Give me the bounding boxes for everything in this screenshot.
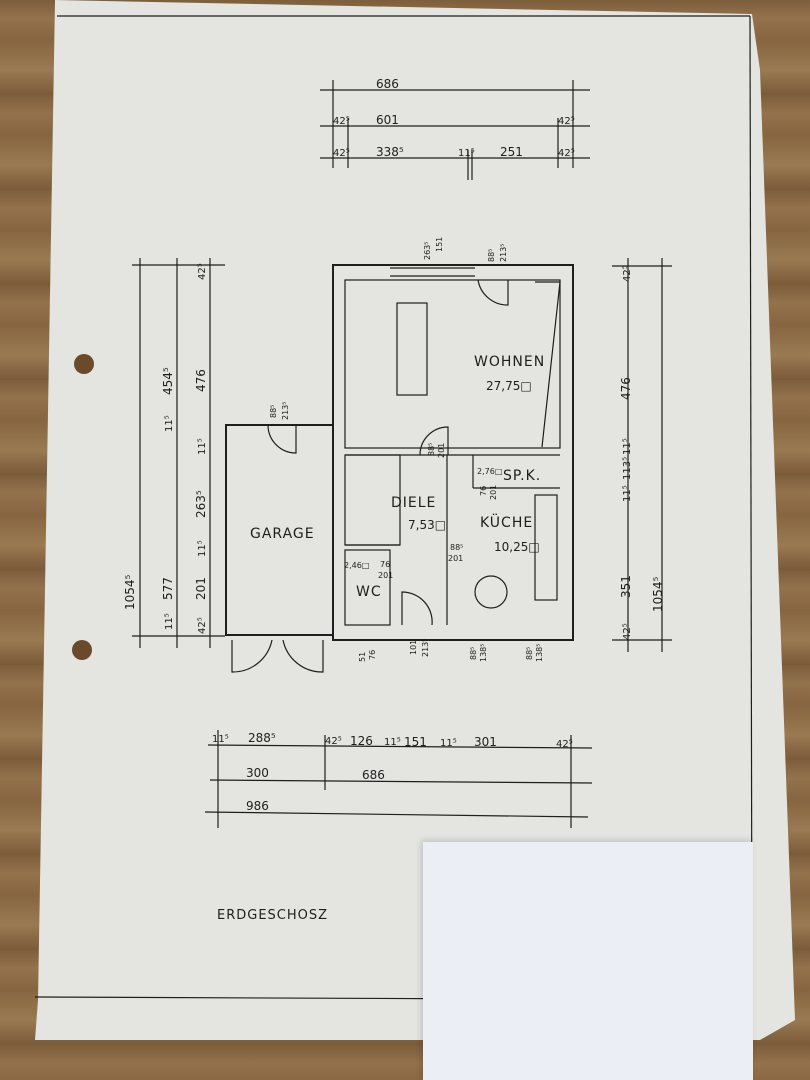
dim-top-mid: 11⁵: [458, 148, 475, 159]
dim-left: 11⁵: [164, 613, 175, 630]
room-area-diele: 7,53□: [408, 518, 446, 532]
room-label-wc: WC: [356, 584, 382, 600]
room-label-wohnen: WOHNEN: [474, 354, 545, 370]
opening-label: 88⁵: [269, 405, 278, 418]
dim-top-wall: 42⁵: [558, 148, 575, 159]
opening-labels: 263⁵ 151 88⁵ 213⁵ 88⁵ 213⁵ 88⁵ 201 76 20…: [269, 237, 544, 662]
dim-right: 42⁵: [622, 623, 633, 640]
opening-label: 151: [435, 237, 444, 252]
opening-label: 88⁵: [450, 543, 463, 552]
opening-label: 51: [358, 652, 367, 662]
dim-bottom: 151: [404, 735, 427, 749]
dim-left: 42⁵: [197, 617, 208, 634]
dim-left: 476: [194, 369, 208, 392]
dim-bottom: 42⁵: [556, 739, 573, 750]
sheet-border-right: [749, 15, 753, 1001]
opening-label: 213⁵: [499, 244, 508, 262]
dim-bottom: 11⁵: [384, 737, 401, 748]
dim-left: 11⁵: [164, 415, 175, 432]
dim-right: 42⁵: [622, 265, 633, 282]
dim-bottom: 11⁵: [440, 738, 457, 749]
dim-bottom: 301: [474, 735, 497, 749]
opening-label: 88⁵: [427, 443, 436, 456]
blank-paper-card: [423, 842, 753, 1080]
opening-label: 88⁵: [469, 647, 478, 660]
opening-label: 263⁵: [423, 242, 432, 260]
dim-top-wall: 42⁵: [333, 116, 350, 127]
opening-label: 138⁵: [535, 644, 544, 662]
opening-label: 138⁵: [479, 644, 488, 662]
opening-label: 201: [378, 571, 393, 580]
dim-left-total: 1054⁵: [123, 574, 137, 610]
room-label-diele: DIELE: [391, 495, 436, 511]
dim-right: 11⁵: [622, 438, 633, 455]
building-walls: [225, 264, 574, 673]
bottom-dimensions: 11⁵ 288⁵ 42⁵ 126 11⁵ 151 11⁵ 301 42⁵ 300…: [204, 730, 593, 828]
punch-hole: [74, 354, 94, 374]
room-area-kueche: 10,25□: [494, 540, 540, 554]
opening-label: 88⁵: [525, 647, 534, 660]
dim-right: 351: [619, 575, 633, 598]
left-dimensions: 1054⁵ 454⁵ 11⁵ 577 11⁵ 42⁵ 476 11⁵ 263⁵ …: [123, 258, 225, 648]
dim-bottom: 11⁵: [212, 734, 229, 745]
dim-left: 577: [161, 577, 175, 600]
dim-bottom-garage: 300: [246, 766, 269, 780]
opening-label: 76: [380, 560, 390, 569]
dim-right: 113⁵: [622, 457, 633, 480]
punch-hole: [72, 640, 92, 660]
dim-top-inner: 601: [376, 113, 399, 127]
room-area-wohnen: 27,75□: [486, 379, 532, 393]
dim-bottom-house: 686: [362, 768, 385, 782]
opening-label: 213⁵: [281, 402, 290, 420]
opening-label: 76: [368, 650, 377, 660]
room-label-kueche: KÜCHE: [480, 513, 533, 531]
opening-label: 76: [479, 486, 488, 496]
opening-label: 201: [489, 485, 498, 500]
dim-bottom: 126: [350, 734, 373, 748]
room-area-spk: 2,76□: [477, 467, 502, 476]
dim-bottom-total: 986: [246, 799, 269, 813]
dim-top-seg: 338⁵: [376, 145, 404, 159]
dim-left: 201: [194, 577, 208, 600]
opening-label: 88⁵: [487, 249, 496, 262]
dim-right: 476: [619, 377, 633, 400]
dim-top-seg: 251: [500, 145, 523, 159]
dim-bottom: 42⁵: [325, 736, 342, 747]
room-label-spk: SP.K.: [503, 468, 541, 484]
dim-top-wall: 42⁵: [333, 148, 350, 159]
right-dimensions: 42⁵ 476 11⁵ 113⁵ 11⁵ 351 42⁵ 1054⁵: [612, 258, 672, 652]
dim-left: 42⁵: [197, 263, 208, 280]
dim-right: 11⁵: [622, 485, 633, 502]
floor-title: ERDGESCHOSZ: [217, 908, 328, 923]
dim-top-wall: 42⁵: [558, 116, 575, 127]
dim-left: 263⁵: [194, 490, 208, 518]
dim-left: 11⁵: [197, 438, 208, 455]
dim-left: 11⁵: [197, 540, 208, 557]
opening-label: 101: [409, 640, 418, 655]
opening-label: 201: [437, 443, 446, 458]
dim-bottom: 288⁵: [248, 731, 276, 745]
dim-right-total: 1054⁵: [651, 576, 665, 612]
opening-label: 213⁵: [421, 639, 430, 657]
room-label-garage: GARAGE: [250, 526, 315, 542]
top-dimensions: 686 601 42⁵ 42⁵ 42⁵ 338⁵ 11⁵ 251 42⁵: [320, 77, 590, 180]
opening-label: 201: [448, 554, 463, 563]
dim-left: 454⁵: [161, 367, 175, 395]
room-area-wc: 2,46□: [344, 561, 369, 570]
dim-top-total: 686: [376, 77, 399, 91]
